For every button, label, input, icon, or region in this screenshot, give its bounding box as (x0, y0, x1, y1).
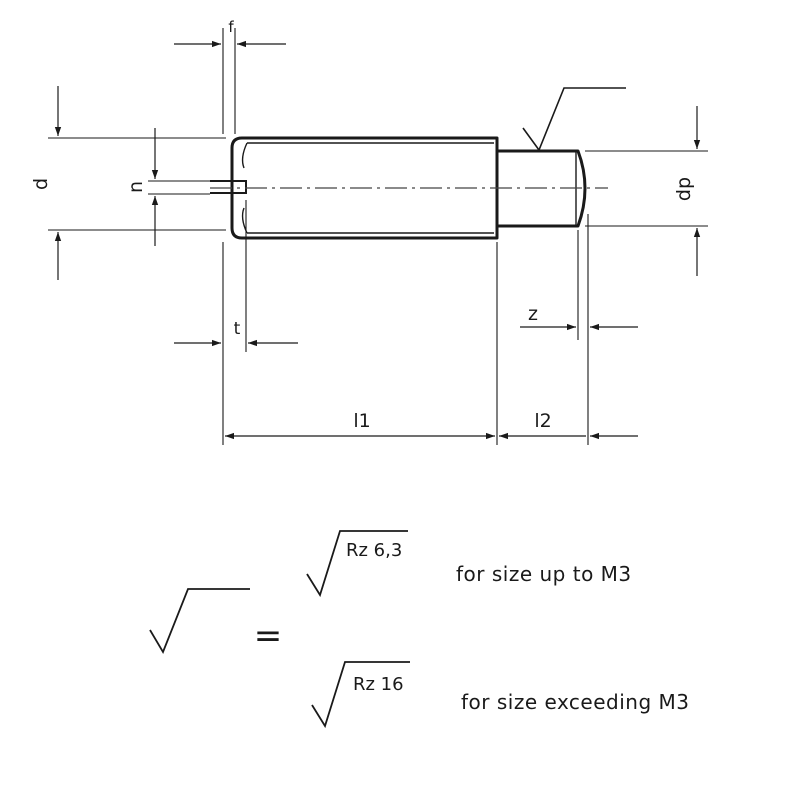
legend-generic-symbol (149, 588, 250, 655)
slot (210, 180, 247, 194)
dim-label-z: z (528, 303, 538, 325)
surface-finish-symbol (522, 87, 626, 152)
dimension-lines (54, 40, 701, 440)
legend-symbol-rz16 (311, 661, 410, 729)
legend-rz16-value: Rz 16 (353, 674, 404, 695)
legend-symbol-rz63 (306, 530, 408, 598)
legend-rz63-value: Rz 6,3 (346, 540, 402, 561)
dim-label-n: n (125, 181, 147, 193)
legend-note-up-to-m3: for size up to M3 (456, 562, 632, 586)
dim-label-dp: dp (673, 177, 695, 201)
dim-label-l2: l2 (534, 410, 551, 432)
extension-lines (48, 28, 708, 445)
dim-label-d: d (30, 178, 52, 190)
legend-note-exceeding-m3: for size exceeding M3 (461, 690, 690, 714)
legend-equals-sign: = (254, 616, 283, 656)
dim-label-f: f (228, 18, 234, 36)
screw-body (230, 136, 587, 240)
dim-label-t: t (234, 319, 241, 339)
dim-label-l1: l1 (353, 410, 370, 432)
